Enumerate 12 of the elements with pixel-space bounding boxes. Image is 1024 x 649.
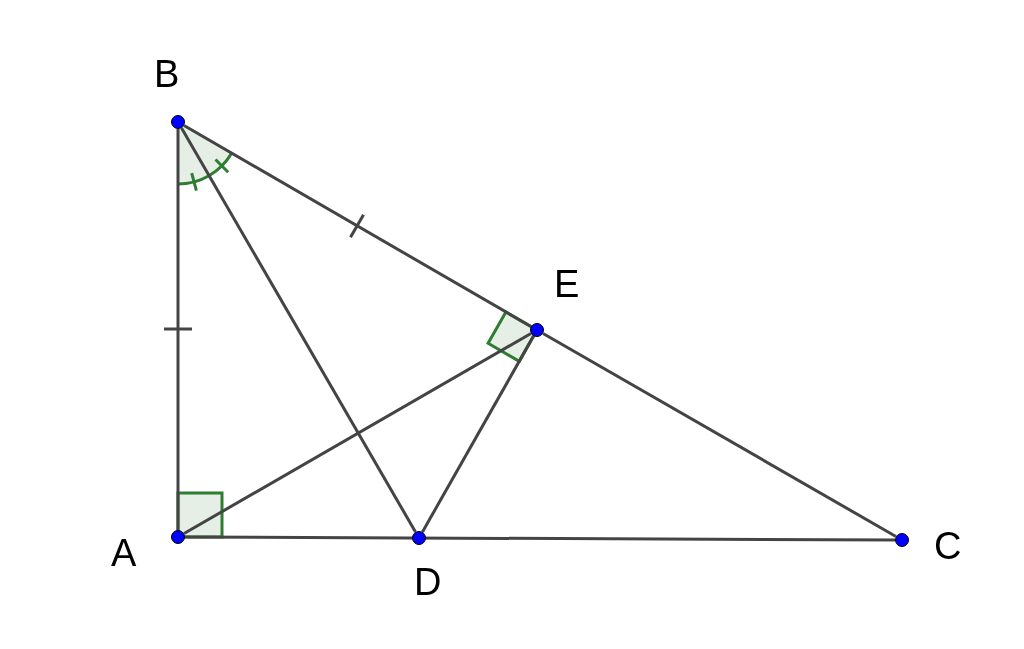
line-segment (185, 535, 895, 542)
point-label: B (154, 54, 180, 94)
line-segment (542, 332, 897, 538)
point-label: E (554, 264, 580, 304)
line-segment (180, 127, 417, 533)
point-label: D (414, 562, 442, 602)
point-label: C (934, 526, 962, 566)
line-segment (183, 332, 532, 535)
line-segment (176, 129, 180, 530)
line-segment (183, 124, 532, 328)
point-label: A (111, 533, 137, 573)
line-segment (421, 335, 535, 533)
